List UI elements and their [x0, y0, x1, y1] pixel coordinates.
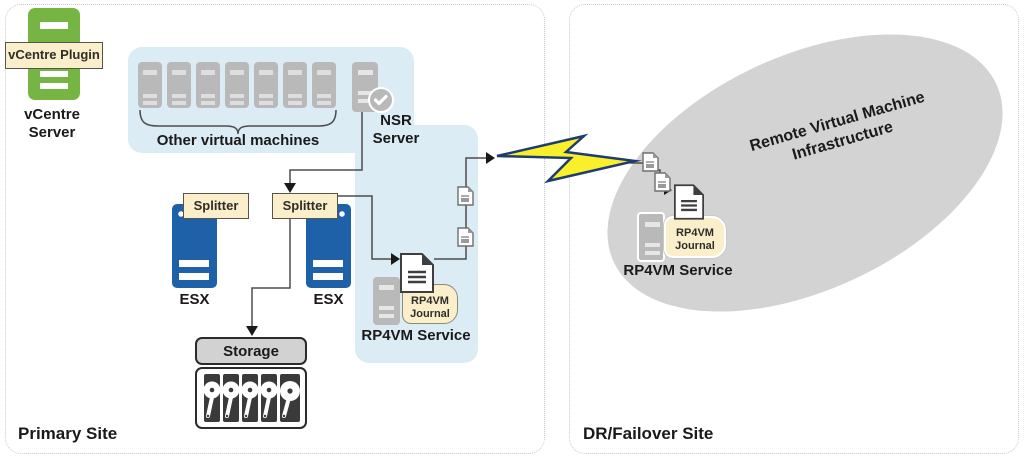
- esx-label-left: ESX: [179, 291, 210, 308]
- connector-journal-to-wan: [434, 157, 486, 260]
- splitter-label-right: Splitter: [272, 193, 338, 219]
- journal-document-icon: [400, 253, 434, 293]
- connector-splitter-to-journal: [338, 195, 391, 260]
- esx-label-right: ESX: [313, 291, 344, 308]
- arrow-down-storage: [246, 326, 258, 336]
- replica-doc-icon: [457, 227, 474, 247]
- nsr-server-label: NSR Server: [372, 112, 420, 148]
- arrow-right-journal: [391, 253, 400, 265]
- dr-rp4vm-server-icon: [637, 212, 665, 262]
- arrow-right-wan: [486, 152, 495, 164]
- replica-doc-icon: [457, 186, 474, 206]
- vcentre-server-label: vCentre Server: [24, 106, 80, 142]
- vm-server-icon: [167, 62, 191, 108]
- dr-site-label: DR/Failover Site: [583, 424, 714, 443]
- lightning-bolt-icon: [496, 133, 643, 184]
- vm-group-brace: [139, 109, 337, 135]
- storage-label: Storage: [195, 337, 307, 365]
- primary-site-panel: [5, 4, 545, 454]
- dr-rp4vm-journal-label: RP4VM Journal: [664, 216, 726, 258]
- dr-rp4vm-service-label: RP4VM Service: [623, 262, 733, 279]
- replica-doc-icon: [642, 152, 659, 172]
- primary-site-label: Primary Site: [18, 424, 118, 443]
- rp4vm-service-label: RP4VM Service: [361, 327, 471, 344]
- arrow-down-splitter: [284, 183, 296, 193]
- replica-doc-icon: [654, 172, 671, 192]
- remote-infra-ellipse: [607, 34, 1003, 312]
- vm-server-icon: [225, 62, 249, 108]
- connector-splitter-to-storage: [251, 219, 291, 327]
- rp4vm-server-icon: [373, 277, 400, 325]
- vm-group-label: Other virtual machines: [156, 132, 320, 149]
- vm-server-icon: [254, 62, 278, 108]
- dr-journal-document-icon: [674, 184, 704, 220]
- vm-server-icon: [283, 62, 307, 108]
- vm-server-icon: [312, 62, 336, 108]
- connector-nsr-to-splitter: [289, 110, 363, 184]
- check-badge-icon: [368, 87, 394, 113]
- vm-server-icon: [196, 62, 220, 108]
- vcentre-plugin-label: vCentre Plugin: [5, 42, 103, 69]
- splitter-label-left: Splitter: [183, 193, 249, 219]
- storage-disks-icon: [195, 367, 307, 429]
- dr-site-panel: [569, 4, 1019, 454]
- vm-server-icon: [138, 62, 162, 108]
